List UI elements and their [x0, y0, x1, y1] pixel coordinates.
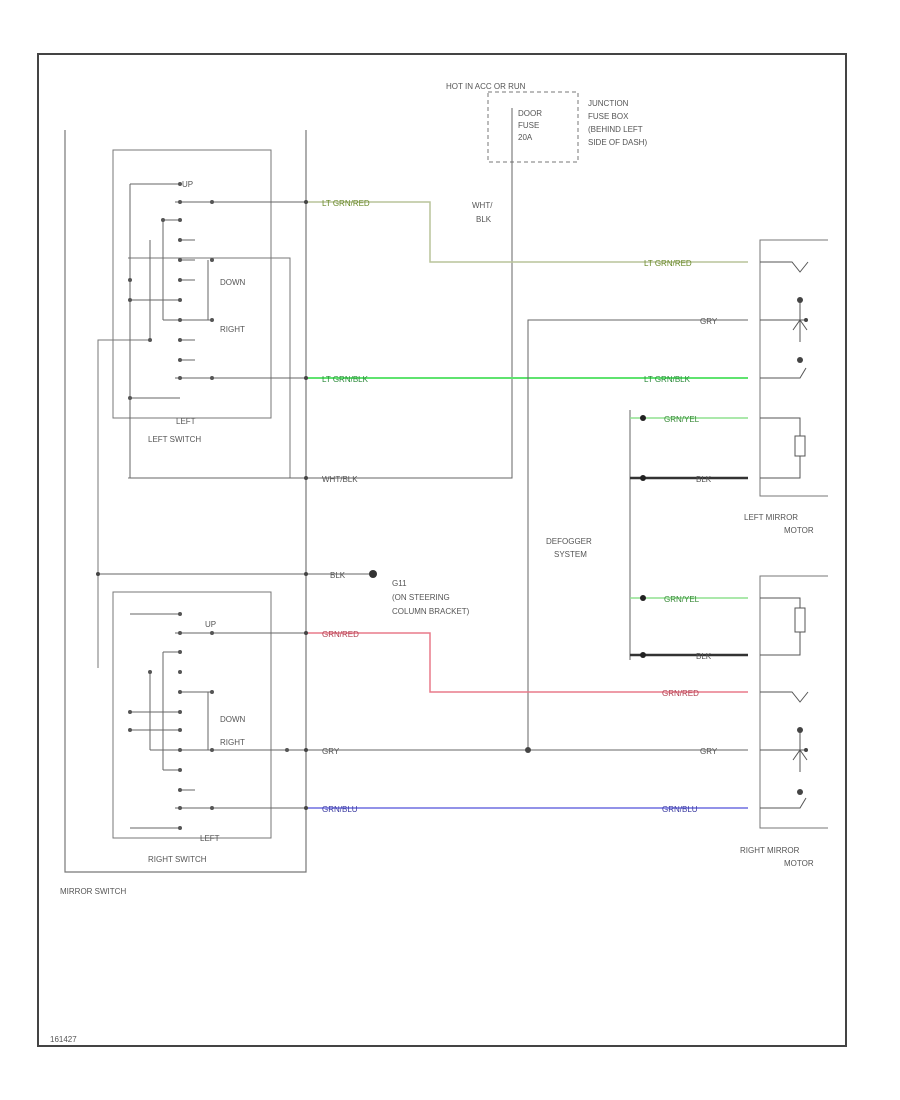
right-motor-label-2: MOTOR — [784, 859, 814, 868]
defogger-label-1: DEFOGGER — [546, 537, 592, 546]
defogger-dots — [640, 415, 646, 658]
left-mirror-motor-dots — [797, 297, 808, 363]
label-blk-ground: BLK — [330, 571, 346, 580]
label-lt-grn-blk-switch: LT GRN/BLK — [322, 375, 369, 384]
label-grn-red-switch: GRN/RED — [322, 630, 359, 639]
label-blk-upper: BLK — [696, 475, 712, 484]
left-switch-contacts — [129, 183, 306, 479]
switch-label-right-right: RIGHT — [220, 738, 245, 747]
switch-label-left-right: LEFT — [200, 834, 220, 843]
ground-name: G11 — [392, 579, 407, 588]
defogger-label-2: SYSTEM — [554, 550, 587, 559]
figure-id: 161427 — [50, 1035, 77, 1044]
wire-gry-upper — [527, 319, 748, 750]
wire-lt-grn-red — [306, 201, 748, 263]
label-grn-yel-upper: GRN/YEL — [664, 415, 700, 424]
left-switch-dots — [128, 182, 214, 400]
wht-blk-vertical-2: BLK — [476, 215, 492, 224]
label-grn-yel-lower: GRN/YEL — [664, 595, 700, 604]
left-switch-outline — [112, 149, 272, 419]
gry-splice — [525, 747, 531, 753]
left-motor-label-1: LEFT MIRROR — [744, 513, 798, 522]
mirror-switch-outline — [64, 130, 307, 873]
junction-fuse-box — [487, 91, 579, 163]
label-gry-upper: GRY — [700, 317, 718, 326]
right-mirror-motor-dots — [797, 727, 808, 795]
left-switch-inner-box — [128, 257, 291, 479]
wht-blk-feed-wire — [306, 150, 513, 479]
mirror-switch-title: MIRROR SWITCH — [60, 887, 126, 896]
label-lt-grn-red-switch: LT GRN/RED — [322, 199, 370, 208]
junction-label-1: JUNCTION — [588, 99, 629, 108]
label-lt-grn-blk-motor: LT GRN/BLK — [644, 375, 691, 384]
switch-side-connectors — [96, 200, 308, 810]
label-blk-lower: BLK — [696, 652, 712, 661]
junction-label-4: SIDE OF DASH) — [588, 138, 647, 147]
left-mirror-motor-outline — [759, 239, 828, 497]
defogger-circuit — [629, 410, 748, 660]
right-switch-dots — [128, 612, 289, 830]
switch-label-down-right: DOWN — [220, 715, 246, 724]
fuse-label-1: DOOR — [518, 109, 542, 118]
switch-label-up-left: UP — [182, 180, 193, 189]
left-switch-title: LEFT SWITCH — [148, 435, 201, 444]
junction-label-2: FUSE BOX — [588, 112, 629, 121]
ground-note-1: (ON STEERING — [392, 593, 450, 602]
fuse-label-3: 20A — [518, 133, 533, 142]
label-gry-motor: GRY — [700, 747, 718, 756]
right-mirror-motor-outline — [759, 575, 828, 829]
switch-label-right-left: RIGHT — [220, 325, 245, 334]
switch-side-bus — [97, 339, 150, 668]
wht-blk-vertical-1: WHT/ — [472, 201, 493, 210]
g11-ground-point — [369, 570, 377, 578]
wire-grn-red — [306, 632, 748, 693]
left-motor-label-2: MOTOR — [784, 526, 814, 535]
label-grn-red-motor: GRN/RED — [662, 689, 699, 698]
label-gry-switch: GRY — [322, 747, 340, 756]
label-wht-blk: WHT/BLK — [322, 475, 358, 484]
hot-label: HOT IN ACC OR RUN — [446, 82, 526, 91]
fuse-label-2: FUSE — [518, 121, 539, 130]
junction-label-3: (BEHIND LEFT — [588, 125, 643, 134]
ground-note-2: COLUMN BRACKET) — [392, 607, 470, 616]
switch-label-left-left: LEFT — [176, 417, 196, 426]
right-switch-outline — [112, 591, 272, 839]
right-motor-label-1: RIGHT MIRROR — [740, 846, 800, 855]
label-grn-blu-motor: GRN/BLU — [662, 805, 698, 814]
right-mirror-motor-internals — [760, 597, 809, 809]
label-grn-blu-switch: GRN/BLU — [322, 805, 358, 814]
switch-label-up-right: UP — [205, 620, 216, 629]
switch-label-down-left: DOWN — [220, 278, 246, 287]
left-mirror-motor-internals — [760, 261, 809, 479]
right-switch-contacts — [130, 613, 306, 829]
label-lt-grn-red-motor: LT GRN/RED — [644, 259, 692, 268]
right-switch-title: RIGHT SWITCH — [148, 855, 207, 864]
diagram-frame — [37, 53, 847, 1047]
